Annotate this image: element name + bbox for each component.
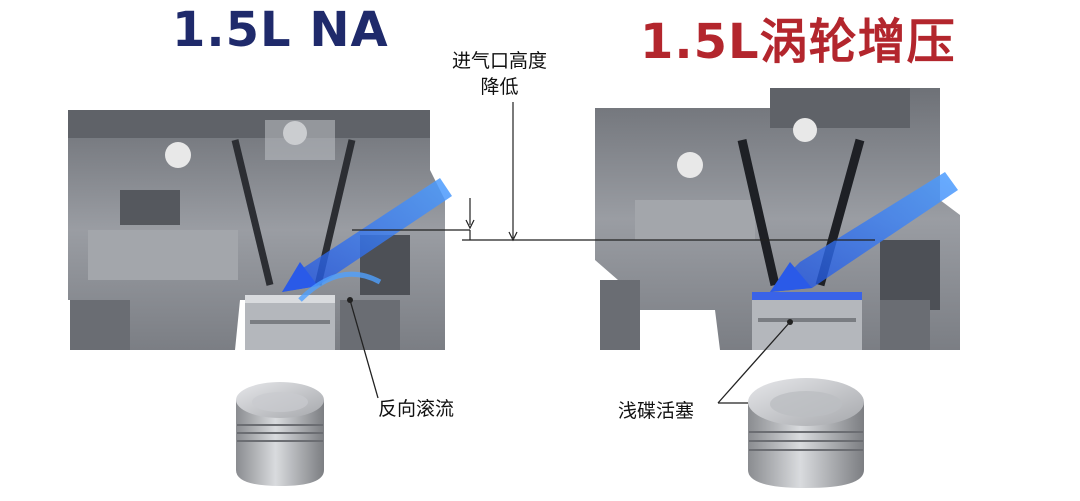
na-engine-title: 1.5L NA: [172, 2, 389, 58]
turbo-intake-flow-arrow: [770, 172, 958, 292]
na-intake-flow-arrow: [282, 178, 452, 302]
intake-height-reference-lines: [352, 102, 875, 242]
turbo-piston-in-cylinder: [752, 292, 862, 350]
turbo-engine-title: 1.5L涡轮增压: [640, 14, 956, 70]
na-piston-illustration: [236, 382, 324, 486]
turbo-cylinder-head: [595, 88, 960, 350]
reverse-tumble-label: 反向滚流: [378, 398, 455, 420]
reverse-tumble-leader: [347, 297, 379, 399]
shallow-dish-piston-label: 浅碟活塞: [618, 400, 695, 422]
intake-height-label: 进气口高度 降低: [452, 48, 547, 100]
intake-height-label-line2: 降低: [480, 76, 519, 98]
na-piston-in-cylinder: [245, 295, 335, 350]
turbo-piston-illustration: [748, 378, 864, 488]
na-cylinder-head: [68, 110, 445, 350]
intake-height-label-line1: 进气口高度: [452, 50, 548, 72]
